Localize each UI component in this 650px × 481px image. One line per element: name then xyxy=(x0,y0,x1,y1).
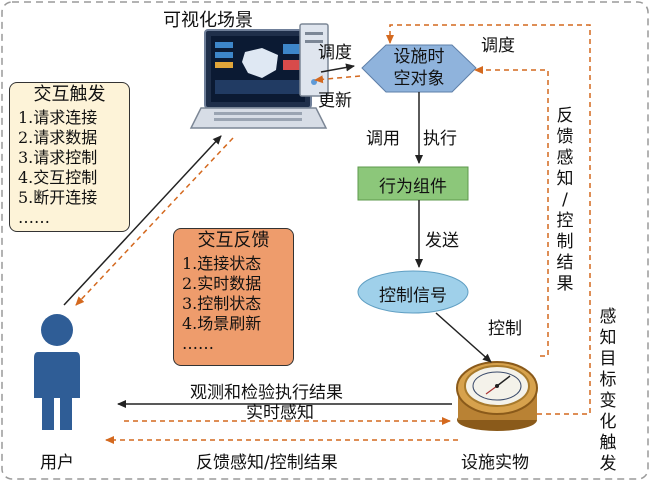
edge-label-execute: 执行 xyxy=(423,129,457,149)
edge-label-feedback-result: 反馈感知/控制结果 xyxy=(196,453,338,473)
interaction-feedback-box: 交互反馈 1.连接状态 2.实时数据 3.控制状态 4.场景刷新 …… xyxy=(173,228,294,366)
scene-label: 可视化场景 xyxy=(163,10,253,31)
control-signal-node xyxy=(357,270,469,314)
interaction-trigger-item: 3.请求控制 xyxy=(18,148,98,167)
behavior-component-label: 行为组件 xyxy=(379,177,447,197)
arrow-user-to-scene xyxy=(63,135,222,306)
interaction-trigger-item: 1.请求连接 xyxy=(18,108,98,127)
edge-label-call: 调用 xyxy=(366,129,400,149)
interaction-feedback-item: 2.实时数据 xyxy=(182,274,262,293)
physical-facility-label: 设施实物 xyxy=(461,453,529,473)
vertical-label-feedback-result: 反 馈 感 知 / 控 制 结 果 xyxy=(556,106,574,294)
arrow-dispatch-to-object xyxy=(320,63,355,73)
spatiotemporal-object-line1: 设施时 xyxy=(393,47,445,67)
edge-label-update: 更新 xyxy=(318,91,352,111)
arrow-scene-feedback-user xyxy=(75,137,234,306)
interaction-feedback-title: 交互反馈 xyxy=(197,230,270,251)
interaction-feedback-item: 4.场景刷新 xyxy=(182,314,262,333)
edge-label-send: 发送 xyxy=(425,231,459,251)
arrow-feedback-to-object xyxy=(474,66,549,357)
interaction-trigger-title: 交互触发 xyxy=(33,84,106,105)
edge-label-realtime-perception: 实时感知 xyxy=(246,403,314,423)
user-figure-icon xyxy=(34,314,80,430)
behavior-component-node xyxy=(357,166,469,201)
edge-label-control: 控制 xyxy=(488,319,522,339)
interaction-trigger-item: 2.请求数据 xyxy=(18,128,98,147)
interaction-trigger-item: 5.断开连接 xyxy=(18,188,98,207)
control-signal-label: 控制信号 xyxy=(379,286,447,306)
arrow-update-scene xyxy=(314,75,361,84)
arrow-control xyxy=(435,312,492,363)
spatiotemporal-object-label: 设施时 空对象 xyxy=(372,46,466,90)
edge-label-observe-verify: 观测和检验执行结果 xyxy=(190,383,343,403)
edge-label-dispatch-left: 调度 xyxy=(318,43,352,63)
interaction-feedback-item: 1.连接状态 xyxy=(182,254,262,273)
computer-icon xyxy=(189,23,329,129)
interaction-trigger-item: …… xyxy=(18,208,50,227)
user-label: 用户 xyxy=(40,453,74,473)
interaction-trigger-item: 4.交互控制 xyxy=(18,168,98,187)
interaction-feedback-item: 3.控制状态 xyxy=(182,294,262,313)
vertical-label-perceive-trigger: 感 知 目 标 变 化 触 发 xyxy=(599,307,617,474)
barometer-icon xyxy=(456,361,538,431)
arrow-trigger-dispatch xyxy=(386,24,591,415)
edge-label-dispatch-right: 调度 xyxy=(481,36,515,56)
interaction-trigger-box: 交互触发 1.请求连接 2.请求数据 3.请求控制 4.交互控制 5.断开连接 … xyxy=(9,82,130,232)
spatiotemporal-object-line2: 空对象 xyxy=(393,69,445,89)
interaction-feedback-item: …… xyxy=(182,334,214,353)
